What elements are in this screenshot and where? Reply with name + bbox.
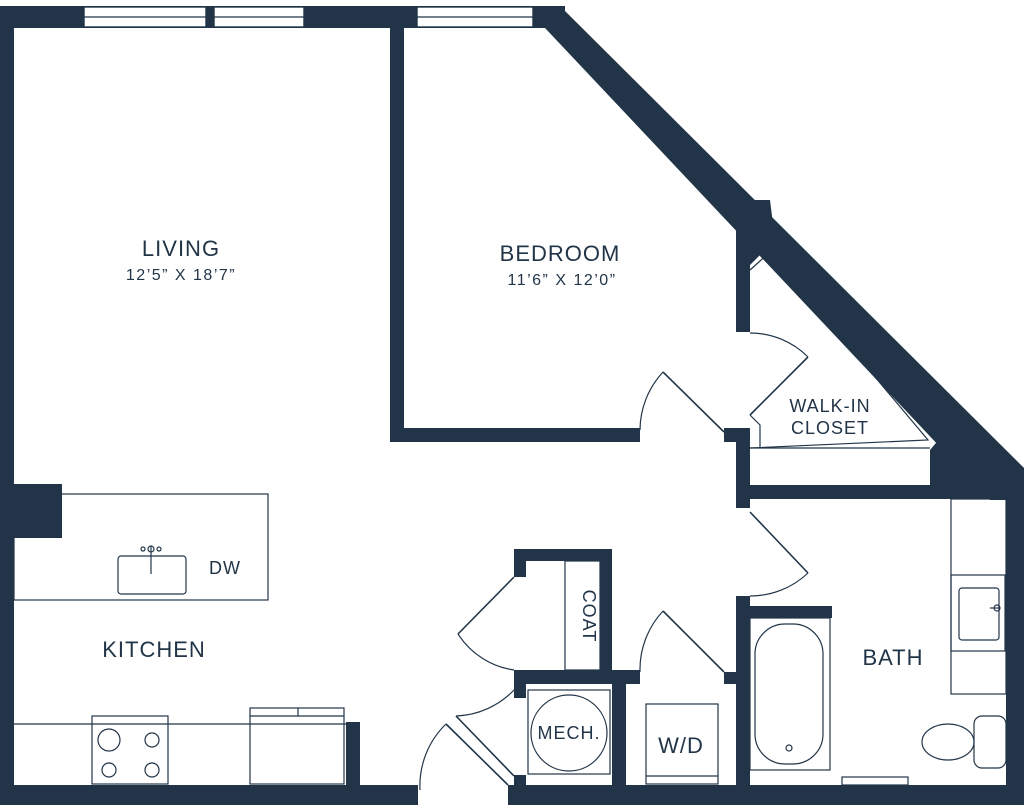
coat-closet-label: COAT [579, 590, 599, 643]
bedroom-name: BEDROOM [500, 241, 621, 266]
bath-fixtures [749, 498, 1007, 786]
range-icon [91, 715, 169, 785]
living-room-name: LIVING [142, 236, 220, 261]
kitchen-counter [14, 707, 346, 785]
toilet-icon [921, 723, 975, 761]
mech-unit-icon [527, 689, 611, 775]
windows [83, 6, 534, 28]
refrigerator-icon [249, 707, 345, 785]
dishwasher-label: DW [209, 558, 241, 578]
closet-label-line1: WALK-IN [789, 396, 870, 416]
doors [419, 332, 809, 791]
closet-label-line2: CLOSET [791, 418, 869, 438]
utility-fixtures [527, 560, 719, 785]
bath-name: BATH [862, 645, 923, 670]
bathtub-icon [749, 617, 831, 771]
living-room-dimensions: 12’5” X 18’7” [126, 267, 236, 284]
room-labels: LIVING 12’5” X 18’7” BEDROOM 11’6” X 12’… [102, 236, 923, 758]
bedroom-dimensions: 11’6” X 12’0” [507, 272, 616, 289]
bath-sink-icon [950, 574, 1006, 652]
kitchen-name: KITCHEN [102, 637, 206, 662]
kitchen-island [13, 493, 269, 601]
closet-shelving [749, 251, 930, 449]
sink-icon [117, 555, 187, 595]
washer-dryer-icon [645, 703, 719, 785]
washer-dryer-label: W/D [658, 733, 704, 758]
interior-walls [14, 24, 1024, 805]
mech-label: MECH. [538, 723, 601, 743]
